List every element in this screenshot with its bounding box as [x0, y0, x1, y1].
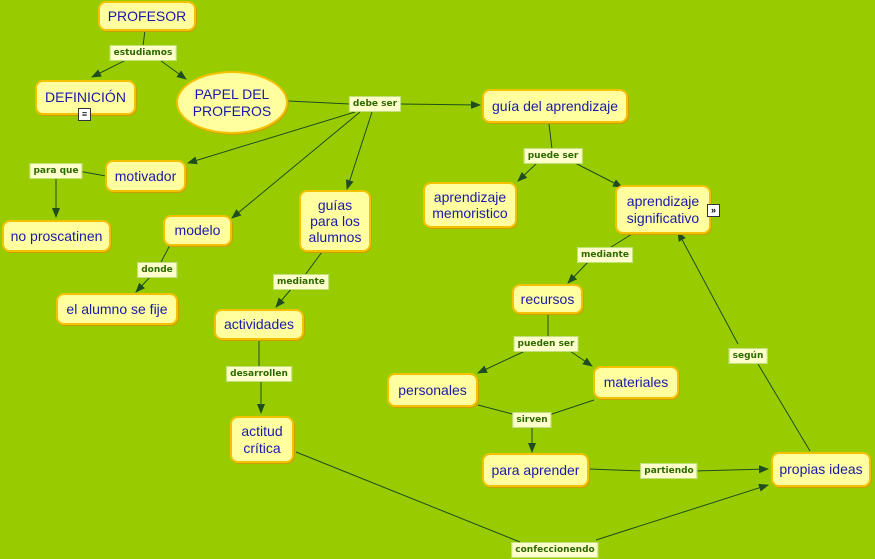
link-para-que[interactable]: para que [29, 163, 83, 179]
node-aprendizaje-significativo[interactable]: aprendizaje significativo [615, 185, 711, 234]
node-papel-del-profesor[interactable]: PAPEL DEL PROFEROS [176, 71, 288, 134]
node-no-proscatinen[interactable]: no proscatinen [2, 220, 111, 252]
link-confeccionendo[interactable]: confeccionendo [511, 542, 599, 558]
node-recursos[interactable]: recursos [512, 284, 583, 314]
document-icon[interactable]: ≡ [78, 108, 91, 121]
link-sirven[interactable]: sirven [512, 412, 552, 428]
link-segun[interactable]: según [728, 348, 768, 364]
link-estudiamos[interactable]: estudiamos [109, 45, 177, 61]
node-modelo[interactable]: modelo [163, 215, 232, 246]
link-debe-ser[interactable]: debe ser [348, 96, 402, 112]
link-partiendo[interactable]: partiendo [640, 463, 698, 479]
link-desarrollen[interactable]: desarrollen [226, 366, 292, 382]
link-donde[interactable]: donde [137, 262, 177, 278]
link-mediante-actividades[interactable]: mediante [273, 274, 329, 290]
node-guias-para-los-alumnos[interactable]: guías para los alumnos [299, 190, 371, 252]
node-guia-del-aprendizaje[interactable]: guía del aprendizaje [482, 89, 628, 123]
node-materiales[interactable]: materiales [593, 366, 679, 399]
node-motivador[interactable]: motivador [105, 160, 186, 192]
node-actividades[interactable]: actividades [214, 309, 304, 340]
node-actitud-critica[interactable]: actitud crítica [230, 416, 294, 463]
link-mediante-recursos[interactable]: mediante [577, 247, 633, 263]
link-puede-ser[interactable]: puede ser [523, 148, 583, 164]
node-para-aprender[interactable]: para aprender [482, 453, 589, 487]
expand-icon[interactable]: » [707, 204, 720, 217]
link-pueden-ser[interactable]: pueden ser [513, 336, 579, 352]
node-el-alumno-se-fije[interactable]: el alumno se fije [56, 293, 178, 325]
node-personales[interactable]: personales [387, 373, 478, 407]
node-aprendizaje-memoristico[interactable]: aprendizaje memoristico [423, 182, 517, 228]
node-profesor[interactable]: PROFESOR [98, 1, 196, 31]
node-propias-ideas[interactable]: propias ideas [771, 452, 871, 487]
